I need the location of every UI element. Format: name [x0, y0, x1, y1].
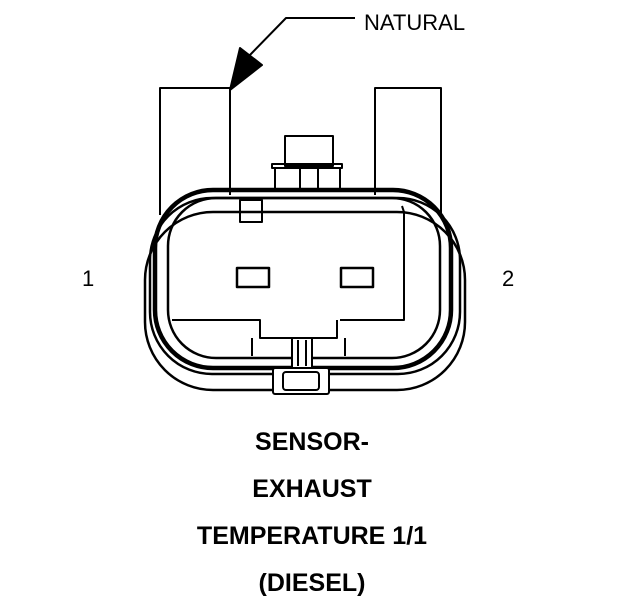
- right-latch-tab: [374, 87, 442, 215]
- terminal-2: [339, 266, 375, 289]
- left-latch-tab: [159, 87, 231, 215]
- component-title: SENSOR- EXHAUST TEMPERATURE 1/1 (DIESEL): [0, 424, 624, 612]
- title-line-1: SENSOR-: [255, 428, 369, 456]
- callout-leader: [229, 17, 355, 91]
- inner-cavity-details: [172, 199, 405, 356]
- pin-label-1: 1: [82, 266, 95, 291]
- terminal-1: [235, 266, 271, 289]
- bottom-lock: [272, 337, 330, 395]
- top-lock-post: [271, 135, 343, 192]
- pin-label-2: 2: [502, 266, 515, 291]
- title-line-2: EXHAUST: [252, 475, 372, 503]
- title-line-4: (DIESEL): [258, 569, 366, 597]
- title-line-3: TEMPERATURE 1/1: [196, 522, 428, 550]
- callout-label-natural: NATURAL: [364, 10, 466, 35]
